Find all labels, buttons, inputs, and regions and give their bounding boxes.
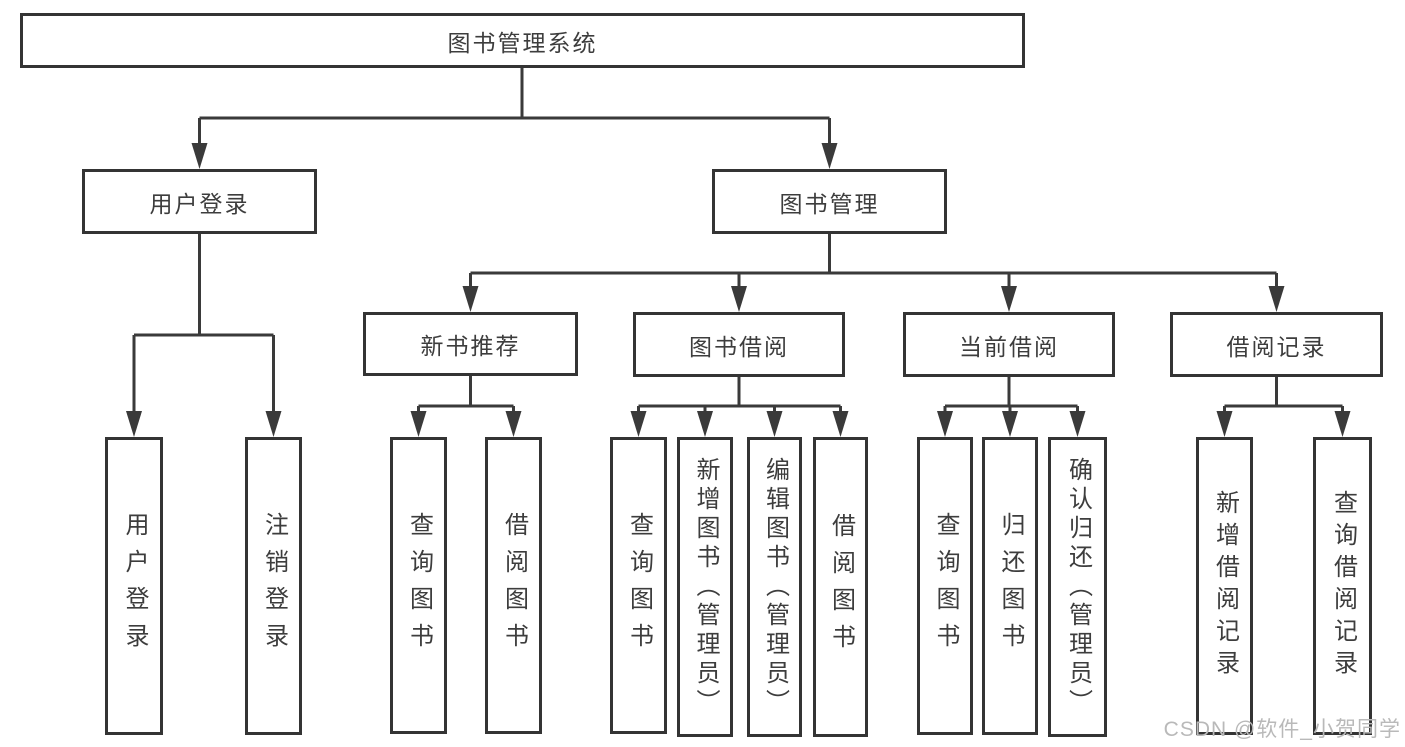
watermark: CSDN @软件_小贺同学 (1163, 718, 1401, 741)
node-current-borrowing: 当前借阅 (903, 312, 1115, 377)
node-new-book-recommend-label: 新书推荐 (420, 333, 521, 359)
node-user-login-action-label: 用户登录 (121, 512, 148, 660)
node-book-borrowing: 图书借阅 (633, 312, 845, 377)
node-query-books-borrowing-label: 查询图书 (625, 511, 653, 660)
node-add-books-admin: 新增图书（管理员） (677, 437, 733, 737)
node-confirm-return-admin: 确认归还（管理员） (1048, 437, 1107, 737)
node-borrow-books-borrowing-label: 借阅图书 (827, 513, 855, 661)
node-confirm-return-admin-label: 确认归还（管理员） (1064, 456, 1092, 718)
node-add-books-admin-label: 新增图书（管理员） (692, 456, 719, 718)
node-borrow-books-recommend-label: 借阅图书 (500, 511, 528, 660)
node-query-books-current-label: 查询图书 (932, 512, 959, 660)
node-book-management: 图书管理 (712, 169, 947, 234)
node-book-management-label: 图书管理 (779, 190, 880, 217)
node-user-login-action: 用户登录 (105, 437, 163, 735)
node-new-book-recommend: 新书推荐 (363, 312, 578, 376)
node-borrow-books-recommend: 借阅图书 (485, 437, 542, 734)
node-user-login: 用户登录 (82, 169, 317, 234)
node-query-books-current: 查询图书 (917, 437, 973, 735)
node-logout-action-label: 注销登录 (260, 512, 288, 660)
node-library-system: 图书管理系统 (20, 13, 1025, 68)
node-logout-action: 注销登录 (245, 437, 302, 735)
node-book-borrowing-label: 图书借阅 (689, 333, 789, 360)
node-query-borrow-record-label: 查询借阅记录 (1329, 490, 1357, 682)
node-edit-books-admin: 编辑图书（管理员） (747, 437, 802, 737)
node-borrowing-records-label: 借阅记录 (1226, 333, 1327, 360)
node-library-system-label: 图书管理系统 (447, 29, 598, 56)
node-query-books-borrowing: 查询图书 (610, 437, 667, 734)
node-return-books: 归还图书 (982, 437, 1038, 735)
node-query-books-recommend-label: 查询图书 (405, 511, 433, 660)
node-query-borrow-record: 查询借阅记录 (1313, 437, 1372, 735)
node-query-books-recommend: 查询图书 (390, 437, 447, 734)
node-add-borrow-record-label: 新增借阅记录 (1211, 490, 1239, 682)
node-borrowing-records: 借阅记录 (1170, 312, 1383, 377)
node-return-books-label: 归还图书 (997, 512, 1024, 660)
node-borrow-books-borrowing: 借阅图书 (813, 437, 868, 737)
node-current-borrowing-label: 当前借阅 (959, 333, 1059, 360)
node-edit-books-admin-label: 编辑图书（管理员） (761, 456, 789, 718)
node-user-login-label: 用户登录 (149, 190, 250, 217)
node-add-borrow-record: 新增借阅记录 (1196, 437, 1253, 735)
